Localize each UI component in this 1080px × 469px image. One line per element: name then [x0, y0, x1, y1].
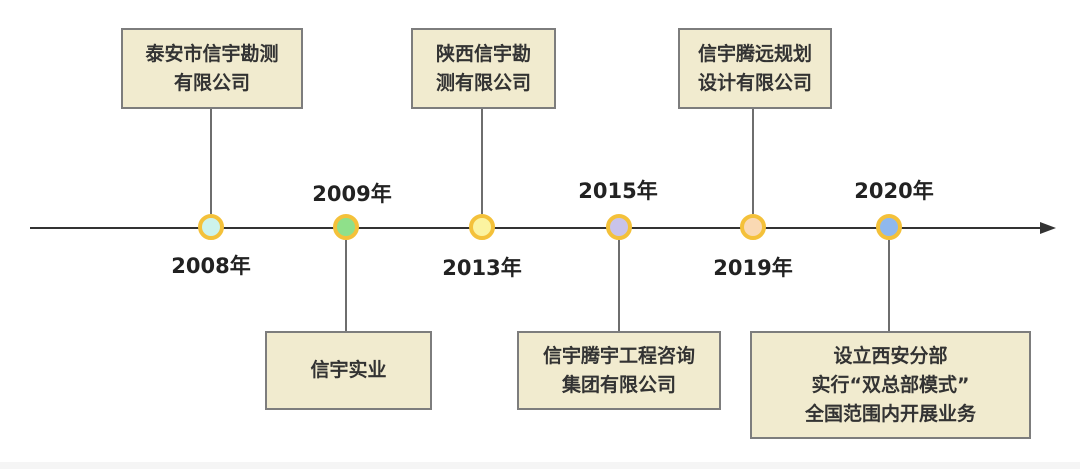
axis-arrowhead	[1040, 222, 1056, 234]
year-label-2019: 2019年	[713, 256, 793, 280]
milestone-box-2019: 信宇腾远规划 设计有限公司	[678, 28, 832, 109]
milestone-dot-2020	[876, 214, 902, 240]
milestone-dot-2015	[606, 214, 632, 240]
milestone-box-2008: 泰安市信宇勘测 有限公司	[121, 28, 303, 109]
milestone-dot-2008	[198, 214, 224, 240]
year-label-2020: 2020年	[854, 179, 934, 203]
milestone-box-2013: 陕西信宇勘 测有限公司	[411, 28, 556, 109]
milestone-dot-2009	[333, 214, 359, 240]
year-label-2013: 2013年	[442, 256, 522, 280]
timeline-axis	[30, 227, 1042, 229]
milestone-dot-2013	[469, 214, 495, 240]
year-label-2008: 2008年	[171, 254, 251, 278]
milestone-box-2009: 信宇实业	[265, 331, 432, 410]
connector-2008	[210, 108, 212, 214]
connector-2013	[481, 108, 483, 214]
milestone-box-2020: 设立西安分部 实行“双总部模式” 全国范围内开展业务	[750, 331, 1031, 439]
year-label-2015: 2015年	[578, 179, 658, 203]
bottom-strip	[0, 462, 1080, 469]
milestone-dot-2019	[740, 214, 766, 240]
connector-2020	[888, 240, 890, 332]
connector-2019	[752, 108, 754, 214]
year-label-2009: 2009年	[312, 182, 392, 206]
milestone-box-2015: 信宇腾宇工程咨询 集团有限公司	[517, 331, 721, 410]
connector-2015	[618, 240, 620, 332]
connector-2009	[345, 240, 347, 332]
